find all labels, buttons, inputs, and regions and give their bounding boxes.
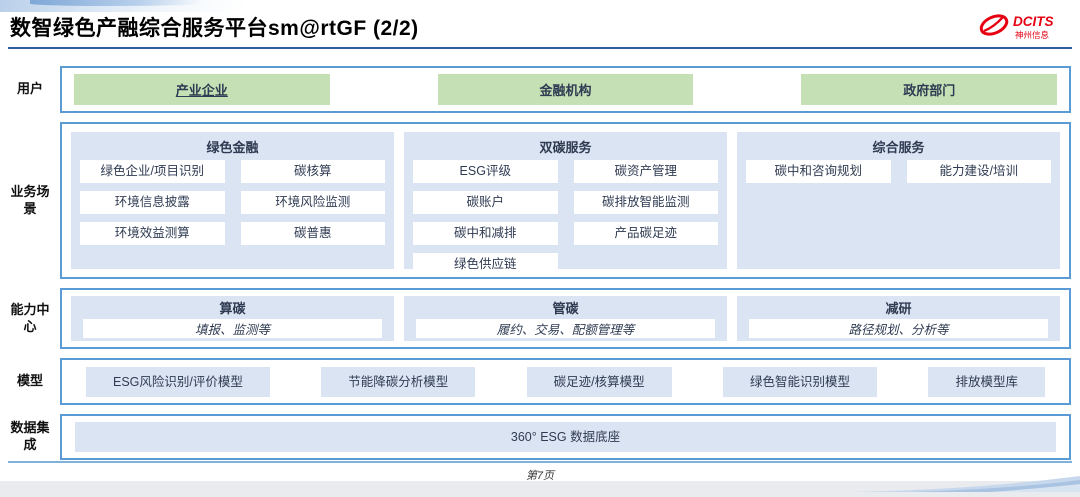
scenario-item: 绿色企业/项目识别 <box>80 160 225 183</box>
row-capabilities-box: 算碳 填报、监测等 管碳 履约、交易、配额管理等 减研 路径规划、分析等 <box>60 288 1071 349</box>
capability-title: 减研 <box>885 301 912 316</box>
scenario-item-grid: ESG评级 碳资产管理 碳账户 碳排放智能监测 碳中和减排 产品碳足迹 绿色供应… <box>413 160 718 276</box>
row-users-box: 产业企业 金融机构 政府部门 <box>60 66 1071 113</box>
data-foundation-bar: 360° ESG 数据底座 <box>75 422 1056 452</box>
model-chip: 排放模型库 <box>928 366 1045 397</box>
scenario-item: 产品碳足迹 <box>573 222 718 245</box>
user-chip-industry-label: 产业企业 <box>175 83 228 98</box>
scenario-column-comprehensive: 综合服务 碳中和咨询规划 能力建设/培训 <box>737 132 1060 269</box>
scenario-item: 绿色供应链 <box>413 253 558 276</box>
capability-calc-carbon: 算碳 填报、监测等 <box>71 296 394 341</box>
dcits-logo-icon: DCITS 神州信息 <box>979 14 1054 40</box>
scenario-item: 碳中和减排 <box>413 222 558 245</box>
model-chip: 碳足迹/核算模型 <box>526 366 672 397</box>
user-chip-government-label: 政府部门 <box>903 83 956 98</box>
top-left-swoosh-accent <box>30 0 220 6</box>
user-chip-industry: 产业企业 <box>74 74 330 105</box>
model-chip: 节能降碳分析模型 <box>321 366 476 397</box>
scenario-item: 碳排放智能监测 <box>573 191 718 214</box>
row-business-scenarios: 业务场景 绿色金融 绿色企业/项目识别 碳核算 环境信息披露 环境风险监测 环境… <box>0 122 1071 279</box>
row-data-integration: 数据集成 360° ESG 数据底座 <box>0 414 1071 460</box>
model-chip: ESG风险识别/评价模型 <box>86 366 270 397</box>
scenario-item-grid: 绿色企业/项目识别 碳核算 环境信息披露 环境风险监测 环境效益测算 碳普惠 <box>80 160 385 245</box>
scenario-item-grid: 碳中和咨询规划 能力建设/培训 <box>746 160 1051 183</box>
row-users: 用户 产业企业 金融机构 政府部门 <box>0 66 1071 113</box>
row-scenarios-label: 业务场景 <box>10 183 50 216</box>
bottom-bar-decoration <box>0 481 1080 497</box>
capability-detail: 路径规划、分析等 <box>749 319 1048 338</box>
scenario-item: 碳中和咨询规划 <box>746 160 891 183</box>
logo-subname-text: 神州信息 <box>1015 30 1050 40</box>
user-chip-government: 政府部门 <box>801 74 1057 105</box>
scenario-item: 环境风险监测 <box>240 191 385 214</box>
bottom-right-swoosh-decoration <box>850 476 1080 497</box>
row-data-label: 数据集成 <box>10 420 50 452</box>
user-chip-finance-label: 金融机构 <box>539 83 592 98</box>
capability-detail: 填报、监测等 <box>83 319 382 338</box>
capability-reduce-research: 减研 路径规划、分析等 <box>737 296 1060 341</box>
row-models-label: 模型 <box>16 373 43 389</box>
row-data-box: 360° ESG 数据底座 <box>60 414 1071 460</box>
scenario-column-dual-carbon: 双碳服务 ESG评级 碳资产管理 碳账户 碳排放智能监测 碳中和减排 产品碳足迹… <box>404 132 727 276</box>
scenario-item: 碳账户 <box>413 191 558 214</box>
scenario-column-title: 双碳服务 <box>539 140 592 155</box>
user-chip-finance: 金融机构 <box>437 74 694 105</box>
capability-manage-carbon: 管碳 履约、交易、配额管理等 <box>404 296 727 341</box>
scenario-item: 环境效益测算 <box>80 222 225 245</box>
scenario-item: ESG评级 <box>413 160 558 183</box>
model-chip: 绿色智能识别模型 <box>723 366 878 397</box>
row-models: 模型 ESG风险识别/评价模型 节能降碳分析模型 碳足迹/核算模型 绿色智能识别… <box>0 358 1071 405</box>
scenario-column-title: 绿色金融 <box>206 140 259 155</box>
scenario-item: 环境信息披露 <box>80 191 225 214</box>
title-underline <box>8 47 1072 49</box>
row-users-label: 用户 <box>16 81 43 97</box>
capability-title: 算碳 <box>219 301 246 316</box>
scenario-item: 碳核算 <box>240 160 385 183</box>
capability-title: 管碳 <box>552 301 579 316</box>
page-number: 第7页 <box>525 470 555 482</box>
row-scenarios-box: 绿色金融 绿色企业/项目识别 碳核算 环境信息披露 环境风险监测 环境效益测算 … <box>60 122 1071 279</box>
scenario-column-title: 综合服务 <box>872 140 925 155</box>
scenario-item: 碳资产管理 <box>573 160 718 183</box>
footer-divider <box>8 461 1072 463</box>
row-models-box: ESG风险识别/评价模型 节能降碳分析模型 碳足迹/核算模型 绿色智能识别模型 … <box>60 358 1071 405</box>
dcits-logo: DCITS 神州信息 <box>977 7 1072 45</box>
scenario-column-green-finance: 绿色金融 绿色企业/项目识别 碳核算 环境信息披露 环境风险监测 环境效益测算 … <box>71 132 394 269</box>
logo-name-text: DCITS <box>1013 14 1054 29</box>
scenario-item: 碳普惠 <box>240 222 385 245</box>
scenario-item: 能力建设/培训 <box>906 160 1051 183</box>
row-capability-center: 能力中心 算碳 填报、监测等 管碳 履约、交易、配额管理等 减研 路径规划、分析… <box>0 288 1071 349</box>
page-title: 数智绿色产融综合服务平台sm@rtGF (2/2) <box>10 17 419 40</box>
capability-detail: 履约、交易、配额管理等 <box>416 319 715 338</box>
row-capabilities-label: 能力中心 <box>10 301 50 334</box>
